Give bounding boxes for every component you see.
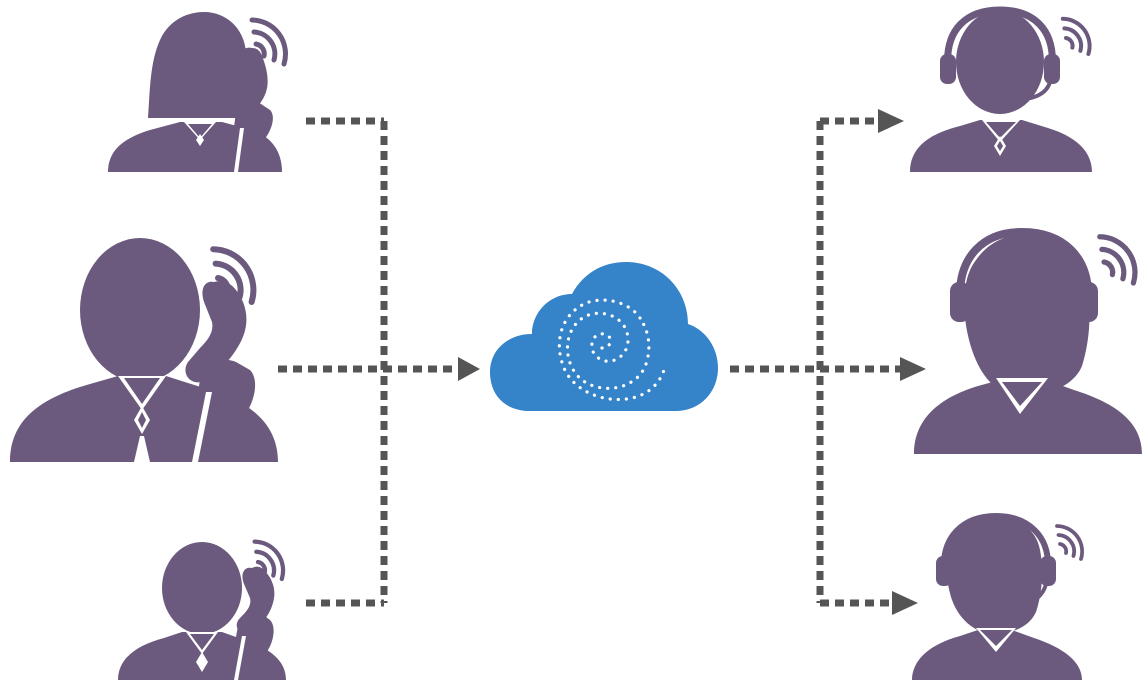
- male-agent-headset-icon: [910, 10, 1092, 172]
- female-agent-headset-icon: [912, 516, 1082, 680]
- agent-female-bottom: [912, 512, 1085, 680]
- female-agent-headset-icon: [914, 234, 1142, 454]
- caller-male-bottom: [118, 542, 286, 680]
- arrowhead-to-agent-2: [900, 357, 926, 381]
- caller-male-middle: [10, 238, 278, 462]
- arrowhead-to-cloud: [458, 357, 480, 381]
- arrowheads: [458, 109, 926, 615]
- arrowhead-to-agent-1: [878, 109, 904, 133]
- agent-male-top: [910, 6, 1092, 172]
- cloud-spiral-icon: [490, 262, 718, 411]
- caller-female-top: [108, 12, 286, 172]
- male-caller-on-phone-icon: [118, 542, 286, 680]
- arrowhead-to-agent-3: [892, 591, 918, 615]
- female-caller-on-phone-icon: [108, 12, 282, 172]
- connectors: [278, 117, 900, 607]
- agent-female-middle: [914, 227, 1142, 454]
- male-caller-on-phone-icon: [10, 238, 278, 462]
